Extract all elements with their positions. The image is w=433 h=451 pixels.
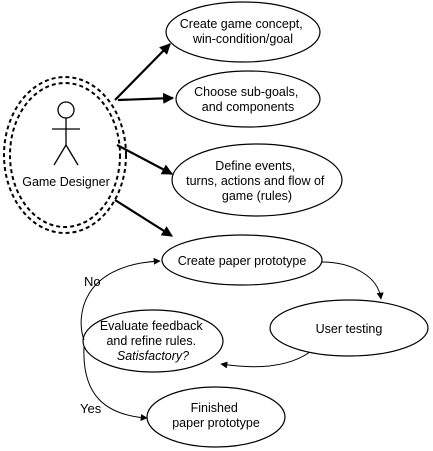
svg-text:Evaluate feedback and re: Evaluate feedback and refine rules. Sati…: [100, 319, 206, 363]
svg-text:Define events, turns, ac: Define events, turns, actions and flow o…: [186, 159, 328, 203]
edge-actor-to-subgoals: [117, 92, 175, 104]
edge-testing-to-evaluate: [220, 351, 311, 369]
node-choose-sub-goals-shape: [175, 70, 321, 128]
node-choose-sub-goals: Choose sub-goals, and components: [175, 70, 321, 128]
node-create-game-concept-shape: [165, 1, 321, 63]
edge-actor-to-prototype: [114, 199, 173, 237]
node-finished-paper-prototype-line-2: paper prototype: [172, 416, 260, 430]
edge-actor-to-events: [116, 144, 173, 175]
node-create-paper-prototype-line-1: Create paper prototype: [178, 254, 307, 268]
edge-actor-to-concept: [114, 43, 171, 101]
node-choose-sub-goals-line-2: and components: [202, 100, 294, 114]
node-evaluate-feedback-line-1: Evaluate feedback: [100, 319, 204, 333]
edge-evaluate-no-to-prototype: [80, 257, 161, 341]
node-evaluate-feedback-shape: [82, 309, 224, 373]
stick-figure-icon: [52, 101, 80, 166]
node-create-paper-prototype: Create paper prototype: [161, 234, 323, 286]
node-user-testing-line-1: User testing: [316, 322, 383, 336]
edge-evaluate-yes-to-finished: [83, 346, 148, 422]
node-create-paper-prototype-shape: [161, 234, 323, 286]
node-create-game-concept: Create game concept, win-condition/goal: [165, 1, 321, 63]
node-evaluate-feedback-line-3: Satisfactory?: [117, 349, 189, 363]
edge-label-yes: Yes: [80, 401, 102, 416]
svg-text:Choose sub-goals, and co: Choose sub-goals, and components: [194, 85, 302, 114]
node-create-game-concept-line-1: Create game concept,: [180, 17, 303, 31]
actor-game-designer: Game Designer: [3, 76, 127, 234]
edge-label-no: No: [84, 274, 101, 289]
node-evaluate-feedback-line-2: and refine rules.: [106, 334, 196, 348]
node-define-events-line-3: game (rules): [222, 189, 292, 203]
node-define-events-line-1: Define events,: [215, 159, 295, 173]
svg-text:Finished paper prototype: Finished paper prototype: [172, 401, 260, 430]
actor-outer-dashed-ring: [3, 76, 127, 234]
node-finished-paper-prototype: Finished paper prototype: [146, 386, 286, 448]
edge-prototype-to-testing: [321, 261, 384, 300]
actor-inner-dashed-ring: [9, 82, 121, 228]
node-define-events-shape: [171, 143, 343, 217]
flow-edges: [80, 257, 384, 422]
node-create-game-concept-line-2: win-condition/goal: [192, 32, 293, 46]
node-define-events: Define events, turns, actions and flow o…: [171, 143, 343, 217]
node-choose-sub-goals-line-1: Choose sub-goals,: [194, 85, 298, 99]
actor-edges: [114, 43, 175, 237]
node-define-events-line-2: turns, actions and flow of: [186, 174, 325, 188]
node-user-testing-shape: [269, 299, 429, 357]
node-user-testing: User testing: [269, 299, 429, 357]
actor-label: Game Designer: [22, 175, 110, 189]
node-evaluate-feedback: Evaluate feedback and refine rules. Sati…: [82, 309, 224, 373]
node-finished-paper-prototype-line-1: Finished: [191, 401, 238, 415]
svg-text:Create game concept, win: Create game concept, win-condition/goal: [180, 17, 306, 46]
